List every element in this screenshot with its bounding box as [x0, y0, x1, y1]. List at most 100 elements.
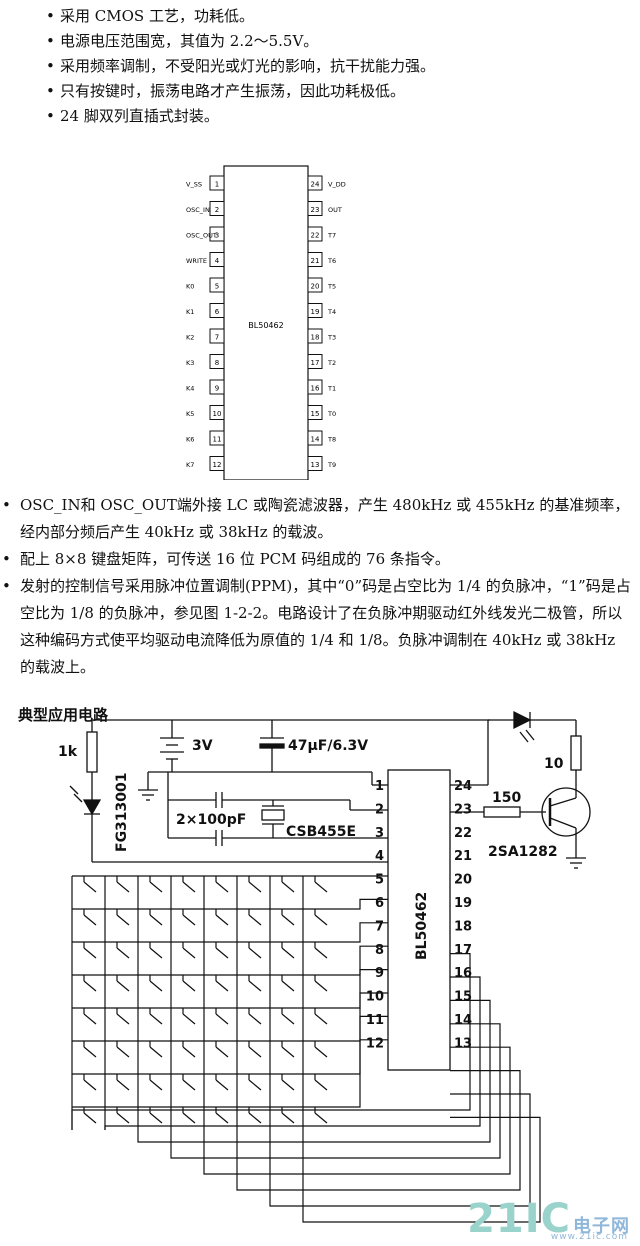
matrix-key-switch [149, 914, 163, 926]
pinout-pin-name: T1 [327, 385, 336, 393]
pinout-pin-box [307, 405, 323, 420]
matrix-key-switch [281, 914, 295, 926]
pinout-pin-name: T2 [327, 359, 336, 367]
matrix-key-switch [182, 1013, 196, 1025]
matrix-row-line [72, 1015, 388, 1075]
pinout-pin-box [307, 277, 323, 293]
pinout-pin-number: 14 [311, 436, 320, 444]
matrix-key-switch [281, 1079, 295, 1091]
schematic-pin-number: 22 [454, 826, 472, 841]
pinout-pin-number: 5 [215, 283, 219, 291]
pinout-pin-number: 18 [311, 334, 320, 342]
pinout-pin-name: T8 [327, 436, 336, 444]
matrix-key-switch [281, 1013, 295, 1025]
pinout-pin-name: V_SS [186, 181, 202, 189]
pinout-pin-name: K6 [186, 436, 194, 444]
matrix-key-switch [281, 1046, 295, 1058]
pinout-pin-number: 8 [215, 359, 219, 367]
pinout-pin-number: 20 [311, 283, 320, 291]
label-transistor: 2SA1282 [488, 844, 558, 860]
pinout-pin-name: K2 [186, 334, 194, 342]
label-r10: 10 [544, 756, 564, 772]
schematic-pin-number: 18 [454, 919, 472, 934]
pinout-pin-box [307, 354, 323, 369]
pinout-pin-name: T4 [327, 308, 336, 316]
matrix-key-switch [116, 947, 130, 959]
watermark-url: www.21ic.com [550, 1232, 628, 1242]
resistor-150 [483, 806, 521, 818]
pinout-pin-name: K7 [186, 461, 194, 469]
matrix-column-return [203, 1046, 511, 1175]
matrix-key-switch [248, 1079, 262, 1091]
feature-item: •采用 CMOS 工艺，功耗低。 [46, 7, 254, 25]
pinout-pin-name: V_DD [328, 181, 346, 189]
matrix-key-switch [248, 1046, 262, 1058]
pinout-pin-box [307, 175, 323, 191]
matrix-key-switch [182, 947, 196, 959]
matrix-key-switch [182, 1079, 196, 1091]
resonator-symbol [261, 809, 285, 821]
matrix-key-switch [215, 980, 229, 992]
schematic-pin-number: 23 [454, 802, 472, 817]
pinout-pin-number: 12 [213, 461, 222, 469]
schematic-pin-number: 4 [375, 849, 384, 864]
matrix-key-switch [116, 980, 130, 992]
schematic-chip-label: BL50462 [414, 892, 430, 960]
matrix-key-switch [149, 1046, 163, 1058]
label-r150: 150 [492, 790, 521, 806]
watermark-cn: 电子网 [573, 1216, 630, 1237]
schematic-pin-number: 9 [375, 966, 384, 981]
schematic-pin-number: 14 [454, 1013, 472, 1028]
pinout-pin-number: 17 [311, 359, 320, 367]
pinout-pin-name: K5 [186, 410, 194, 418]
schematic-pin-number: 2 [375, 802, 384, 817]
schematic-pin-number: 24 [454, 779, 472, 794]
matrix-key-switch [149, 1079, 163, 1091]
feature-item: •采用频率调制，不受阳光或灯光的影响，抗干扰能力强。 [46, 57, 436, 75]
pinout-pin-name: T7 [327, 232, 336, 240]
schematic-pin-number: 1 [375, 779, 384, 794]
feature-item: •电源电压范围宽，其值为 2.2～5.5V。 [46, 32, 319, 50]
pinout-pin-number: 3 [215, 232, 219, 240]
label-resonator: CSB455E [286, 824, 356, 840]
schematic-pin-number: 13 [454, 1036, 472, 1051]
pinout-pin-name: T5 [327, 283, 336, 291]
pinout-pin-name: T3 [327, 334, 336, 342]
pinout-pin-box [209, 252, 225, 267]
pinout-pin-name: OUT [328, 206, 342, 214]
schematic-pin-number: 8 [375, 943, 384, 958]
pinout-diagram: BL50462 1V_SS2OSC_IN3OSC_OUT4WRITE5K06K1… [186, 165, 346, 480]
pinout-pin-name: T0 [327, 410, 336, 418]
photo-diode-symbol [82, 799, 102, 816]
pinout-pin-box [209, 354, 225, 369]
matrix-key-switch [248, 1112, 262, 1124]
matrix-key-switch [314, 914, 328, 926]
matrix-key-switch [314, 980, 328, 992]
transistor-symbol [541, 787, 591, 837]
matrix-key-switch [248, 1013, 262, 1025]
pinout-left-pins: 1V_SS2OSC_IN3OSC_OUT4WRITE5K06K17K28K39K… [186, 175, 225, 471]
pinout-pin-box [307, 328, 323, 344]
pinout-pin-box [209, 277, 225, 293]
pinout-pin-number: 6 [215, 308, 220, 316]
ir-led-symbol [513, 710, 532, 730]
pinout-pin-box [307, 379, 323, 395]
matrix-row-line [72, 922, 388, 943]
pinout-pin-number: 22 [311, 232, 320, 240]
matrix-column-return [236, 1069, 521, 1191]
pinout-pin-name: T6 [327, 257, 336, 265]
matrix-column-return [170, 1023, 501, 1159]
matrix-row-line [72, 898, 388, 910]
matrix-key-switch [248, 914, 262, 926]
matrix-key-switch [83, 1079, 97, 1091]
matrix-key-switch [116, 1013, 130, 1025]
schematic-pin-number: 21 [454, 849, 472, 864]
matrix-key-switch [83, 1046, 97, 1058]
feature-item: •发射的控制信号采用脉冲位置调制(PPM)，其中“0”码是占空比为 1/4 的负… [2, 577, 631, 676]
matrix-key-switch [116, 1079, 130, 1091]
matrix-key-switch [182, 914, 196, 926]
matrix-key-switch [215, 914, 229, 926]
pinout-pin-number: 2 [215, 206, 219, 214]
matrix-key-switch [83, 914, 97, 926]
